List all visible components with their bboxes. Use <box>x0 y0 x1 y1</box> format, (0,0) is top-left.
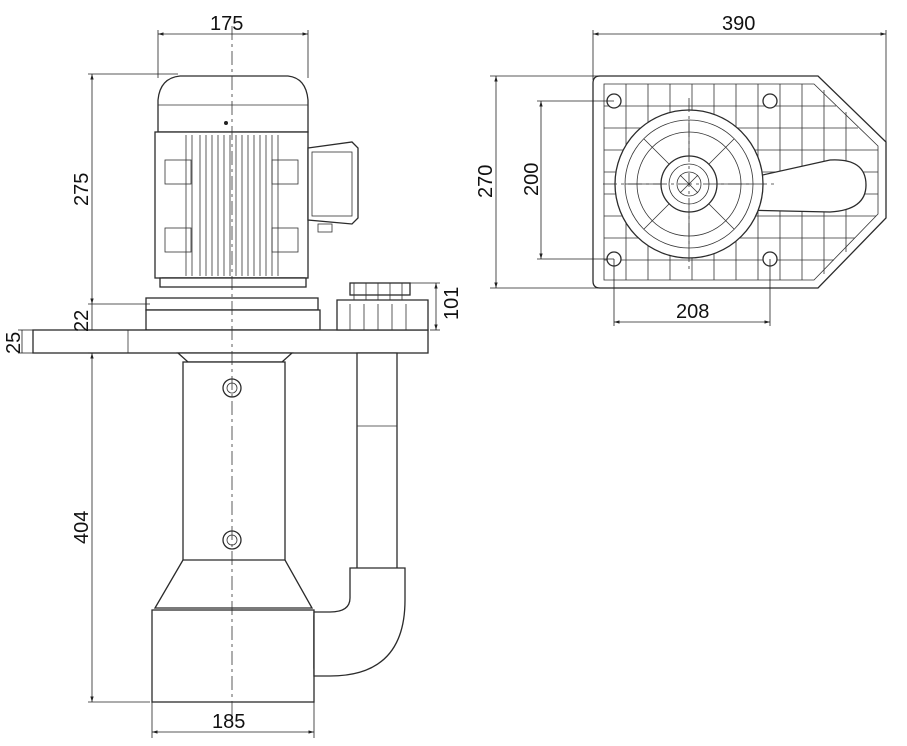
dim-outlet-height: 101 <box>441 287 463 320</box>
discharge-arm <box>739 159 867 213</box>
motor-body <box>154 131 309 279</box>
motor-fan-cover <box>157 75 309 133</box>
terminal-box <box>307 141 359 225</box>
side-dimensions: 175 275 22 25 101 404 185 <box>3 13 463 738</box>
base-plate <box>32 329 429 354</box>
top-dimensions: 390 270 200 208 <box>475 13 887 326</box>
hole-top-right <box>762 93 778 109</box>
pump-housing <box>151 609 315 703</box>
side-view <box>32 26 429 725</box>
dim-plate-depth: 270 <box>475 165 497 198</box>
dim-plate-length: 390 <box>722 13 755 35</box>
dim-base-width: 185 <box>212 711 245 733</box>
dim-column-length: 404 <box>71 511 93 544</box>
dim-hole-pitch-x: 208 <box>676 301 709 323</box>
dim-plate-thickness: 25 <box>3 332 25 354</box>
dim-hole-pitch-y: 200 <box>521 163 543 196</box>
top-view <box>592 75 887 289</box>
dim-flange-gap: 22 <box>71 310 93 332</box>
dim-motor-height: 275 <box>71 173 93 206</box>
dim-motor-width: 175 <box>210 13 243 35</box>
motor-fins <box>185 135 279 276</box>
